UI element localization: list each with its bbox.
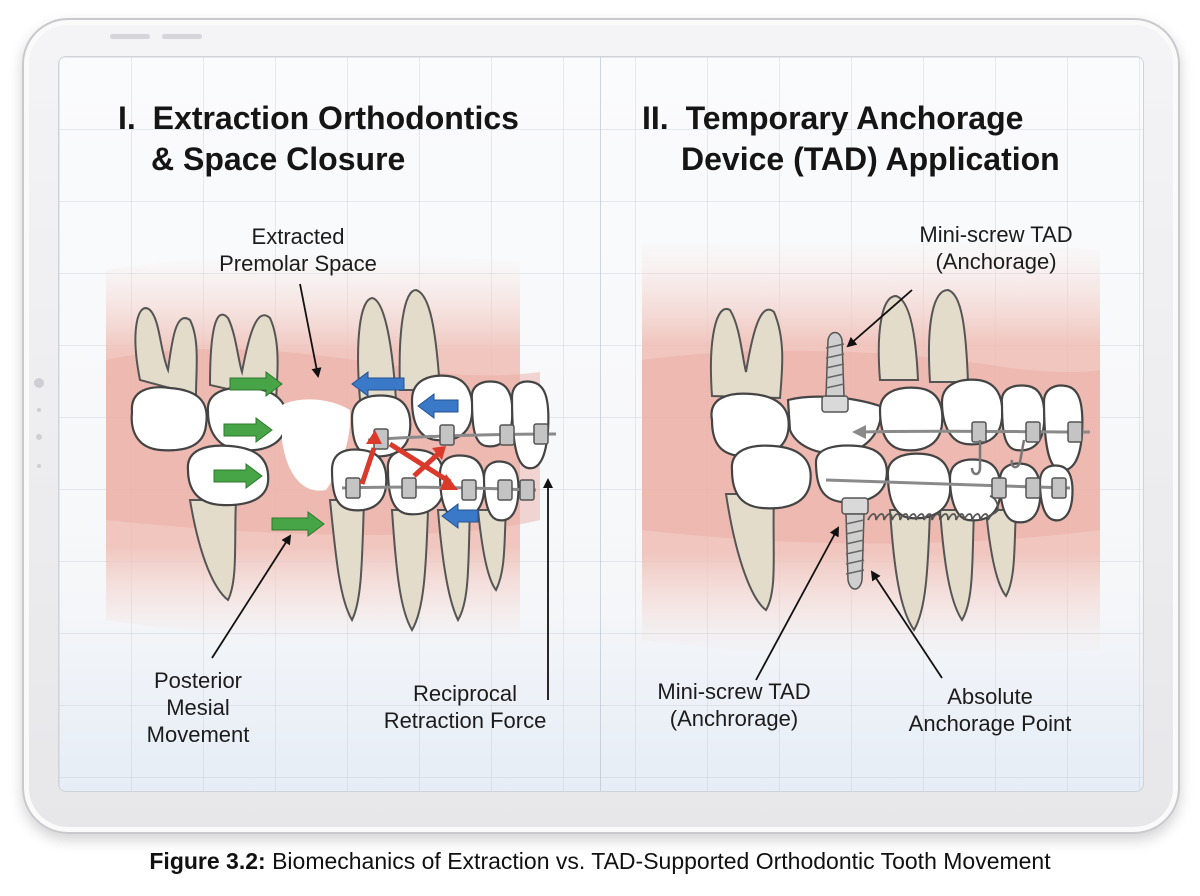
left-tooth-roots (134, 288, 508, 632)
left-title-number: I. (118, 100, 136, 136)
blue-arrow (441, 503, 479, 529)
label-line: Absolute (947, 684, 1033, 709)
green-arrow (271, 511, 325, 537)
label-bottom-mini-screw-tad: Mini-screw TAD (Anchrorage) (634, 678, 834, 732)
sensor-dot (36, 434, 42, 440)
green-arrow (213, 463, 263, 489)
camera-icon (34, 378, 44, 388)
blue-arrow (351, 371, 405, 397)
power-button (162, 34, 202, 39)
power-arm-hooks (970, 439, 1026, 476)
caption-prefix: Figure 3.2: (149, 848, 266, 874)
sensor-dot (37, 408, 41, 412)
right-title-number: II. (642, 100, 669, 136)
bottom-mini-screw-tad (841, 497, 869, 590)
label-line: (Anchrorage) (669, 706, 799, 731)
label-line: (Anchorage) (935, 249, 1057, 274)
label-line: Mesial (166, 695, 230, 720)
green-arrow (223, 417, 273, 443)
left-callout-lines (211, 283, 553, 700)
green-movement-arrows (213, 371, 325, 537)
panel-divider (600, 57, 601, 791)
right-panel-title: II. Temporary Anchorage Device (TAD) App… (642, 98, 1060, 180)
label-posterior-mesial-movement: Posterior Mesial Movement (118, 667, 278, 748)
blue-retraction-arrows (351, 371, 479, 529)
label-reciprocal-retraction-force: Reciprocal Retraction Force (360, 680, 570, 734)
label-line: Mini-screw TAD (657, 679, 811, 704)
label-top-mini-screw-tad: Mini-screw TAD (Anchorage) (896, 221, 1096, 275)
label-line: Movement (146, 722, 250, 747)
coil-spring (867, 495, 999, 521)
blue-arrow (417, 393, 459, 419)
volume-button (110, 34, 150, 39)
left-title-line1: Extraction Orthodontics (152, 100, 519, 136)
figure-caption: Figure 3.2: Biomechanics of Extraction v… (0, 848, 1200, 875)
sensor-dot (37, 464, 41, 468)
label-line: Posterior (153, 668, 243, 693)
label-line: Extracted (251, 224, 345, 249)
label-line: Premolar Space (219, 251, 377, 276)
label-line: Anchorage Point (908, 711, 1072, 736)
green-arrow (229, 371, 283, 397)
left-brackets (345, 423, 549, 501)
label-line: Reciprocal (413, 681, 517, 706)
label-line: Retraction Force (383, 708, 547, 733)
right-title-line1: Temporary Anchorage (685, 100, 1024, 136)
caption-text: Biomechanics of Extraction vs. TAD-Suppo… (265, 848, 1051, 874)
top-mini-screw-tad (821, 331, 849, 413)
left-title-line2: & Space Closure (151, 141, 406, 177)
red-force-arrows (359, 430, 458, 490)
right-tooth-roots (709, 288, 1018, 632)
right-callout-lines (755, 289, 943, 681)
right-brackets (971, 421, 1083, 499)
left-panel-title: I. Extraction Orthodontics & Space Closu… (118, 98, 519, 180)
right-title-line2: Device (TAD) Application (681, 141, 1060, 177)
label-extracted-premolar-space: Extracted Premolar Space (198, 223, 398, 277)
label-absolute-anchorage-point: Absolute Anchorage Point (880, 683, 1100, 737)
right-archwire-arrow (852, 425, 866, 439)
label-line: Mini-screw TAD (919, 222, 1073, 247)
